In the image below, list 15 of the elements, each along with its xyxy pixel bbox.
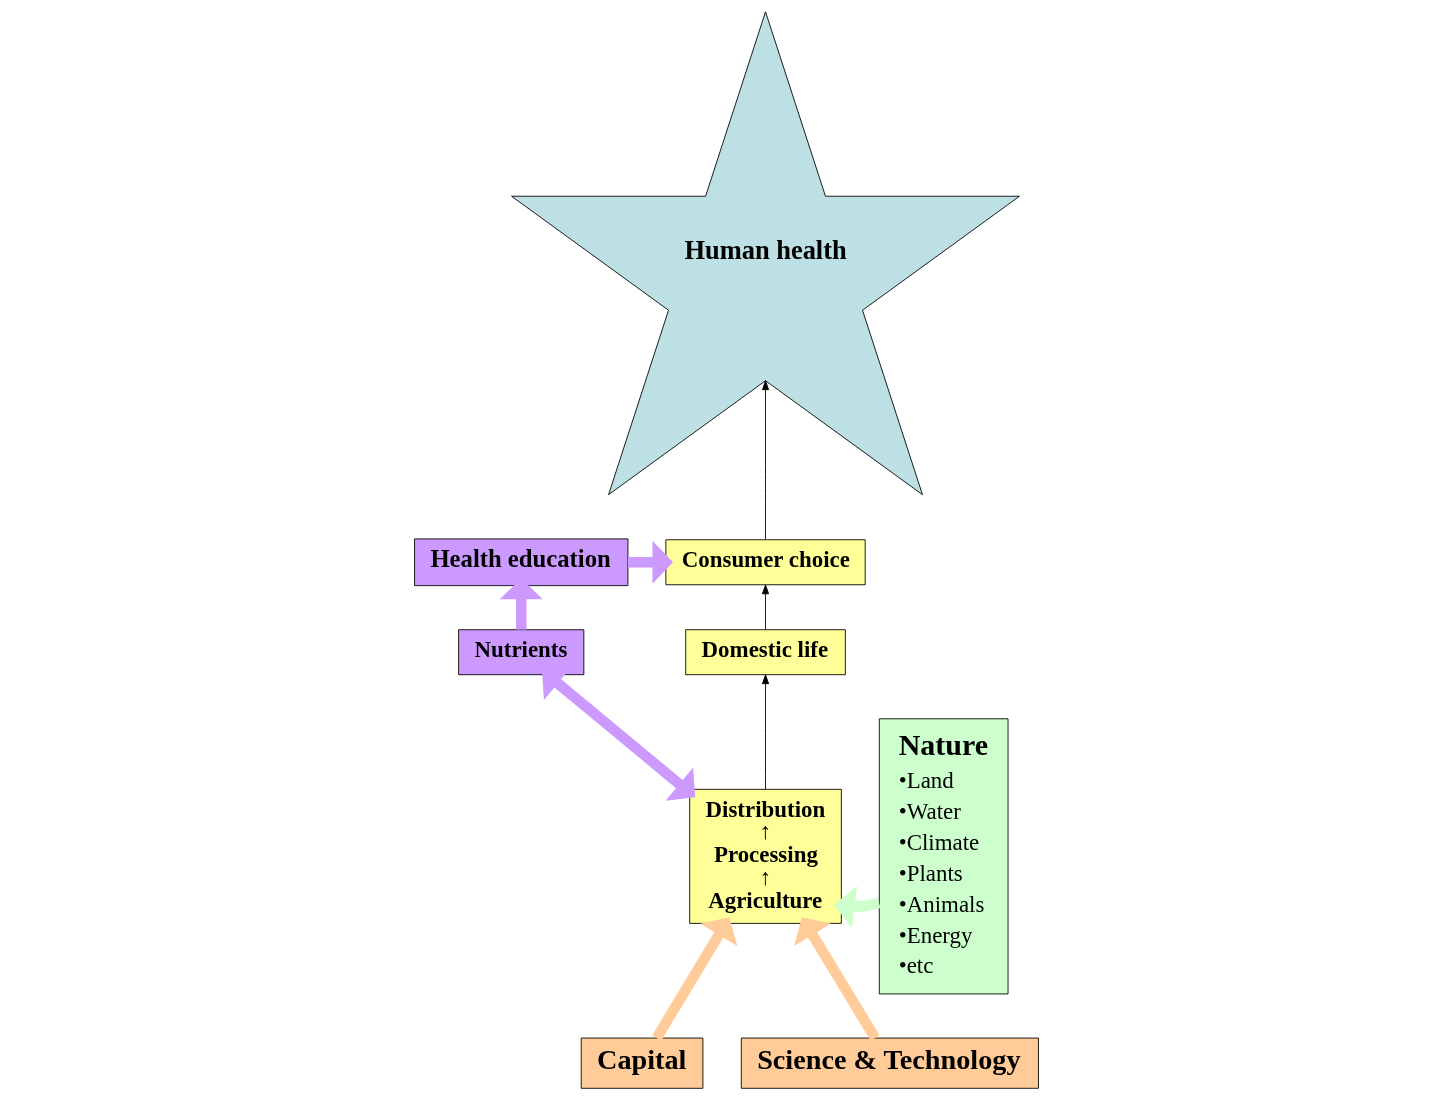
node-box: Distribution ↑ Processing ↑ Agriculture — [689, 788, 842, 924]
arrow — [762, 584, 770, 630]
node-box: Domestic life — [685, 629, 846, 676]
node-box: Consumer choice — [665, 539, 866, 586]
arrow — [762, 380, 770, 540]
arrow — [834, 885, 881, 929]
node-box: Capital — [580, 1037, 704, 1089]
node-box: Nutrients — [458, 629, 585, 676]
node-box: Science & Technology — [740, 1037, 1039, 1089]
arrow — [762, 674, 770, 790]
node-box: Health education — [414, 538, 629, 587]
arrow — [652, 917, 738, 1041]
arrow — [628, 540, 673, 584]
node-box: Nature •Land •Water •Climate •Plants •Animals •Energy •etc — [878, 718, 1009, 995]
arrow — [794, 917, 880, 1041]
